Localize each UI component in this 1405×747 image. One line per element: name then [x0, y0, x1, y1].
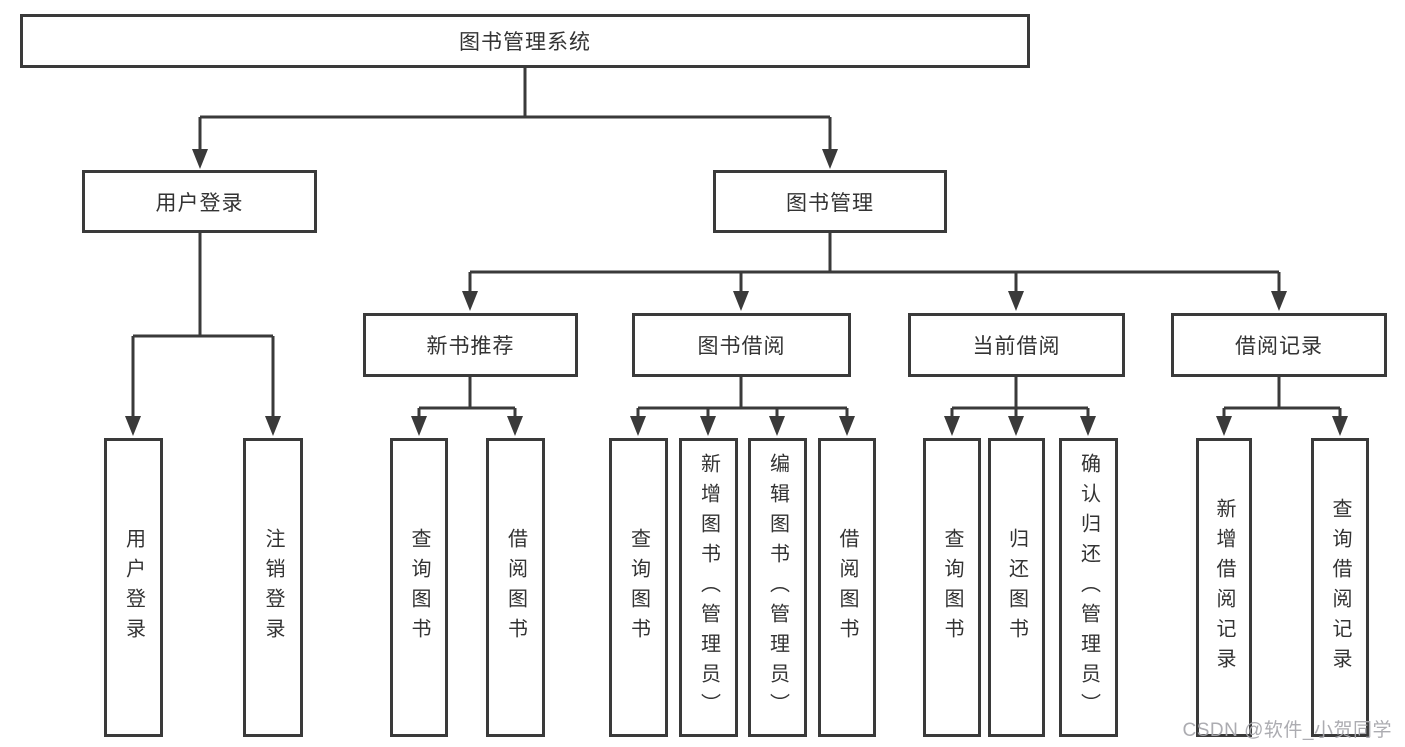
leaf-query-books-current: 查询图书	[923, 438, 981, 737]
leaf-query-books-recommend: 查询图书	[390, 438, 448, 737]
node-new-book-recommend-label: 新书推荐	[426, 335, 515, 358]
leaf-add-books-admin-label: 新增图书（管理员）	[697, 452, 720, 723]
leaf-user-login-label: 用户登录	[122, 527, 145, 648]
leaf-return-books-label: 归还图书	[1005, 527, 1028, 648]
leaf-add-borrow-record: 新增借阅记录	[1196, 438, 1252, 737]
leaf-query-books-borrow: 查询图书	[609, 438, 668, 737]
leaf-borrow-books: 借阅图书	[818, 438, 876, 737]
leaf-add-books-admin: 新增图书（管理员）	[679, 438, 738, 737]
node-book-borrowing-label: 图书借阅	[697, 335, 786, 358]
leaf-logout: 注销登录	[243, 438, 303, 737]
leaf-edit-books-admin-label: 编辑图书（管理员）	[766, 452, 789, 723]
leaf-query-books-current-label: 查询图书	[941, 527, 963, 648]
node-current-borrowing-label: 当前借阅	[972, 335, 1061, 358]
leaf-edit-books-admin: 编辑图书（管理员）	[748, 438, 807, 737]
node-book-management: 图书管理	[713, 170, 947, 233]
node-book-management-label: 图书管理	[786, 191, 874, 215]
leaf-add-borrow-record-label: 新增借阅记录	[1213, 497, 1235, 678]
leaf-query-books-borrow-label: 查询图书	[627, 527, 650, 648]
leaf-logout-label: 注销登录	[262, 527, 284, 648]
csdn-watermark: CSDN @软件_小贺同学	[1182, 720, 1392, 741]
leaf-borrow-books-recommend-label: 借阅图书	[504, 527, 527, 648]
node-root-label: 图书管理系统	[459, 31, 591, 54]
node-root-system: 图书管理系统	[20, 14, 1030, 68]
node-new-book-recommend: 新书推荐	[363, 313, 578, 377]
leaf-return-books: 归还图书	[988, 438, 1045, 737]
node-current-borrowing: 当前借阅	[908, 313, 1125, 377]
node-borrowing-records: 借阅记录	[1171, 313, 1387, 377]
node-user-login-label: 用户登录	[155, 191, 244, 215]
leaf-query-borrow-record-label: 查询借阅记录	[1329, 497, 1351, 678]
leaf-query-books-recommend-label: 查询图书	[408, 527, 430, 648]
node-book-borrowing: 图书借阅	[632, 313, 851, 377]
leaf-borrow-books-label: 借阅图书	[836, 527, 858, 648]
leaf-borrow-books-recommend: 借阅图书	[486, 438, 545, 737]
node-user-login: 用户登录	[82, 170, 317, 233]
node-borrowing-records-label: 借阅记录	[1235, 335, 1323, 358]
leaf-query-borrow-record: 查询借阅记录	[1311, 438, 1369, 737]
leaf-user-login: 用户登录	[104, 438, 163, 737]
leaf-confirm-return-admin: 确认归还（管理员）	[1059, 438, 1118, 737]
leaf-confirm-return-admin-label: 确认归还（管理员）	[1077, 452, 1100, 723]
